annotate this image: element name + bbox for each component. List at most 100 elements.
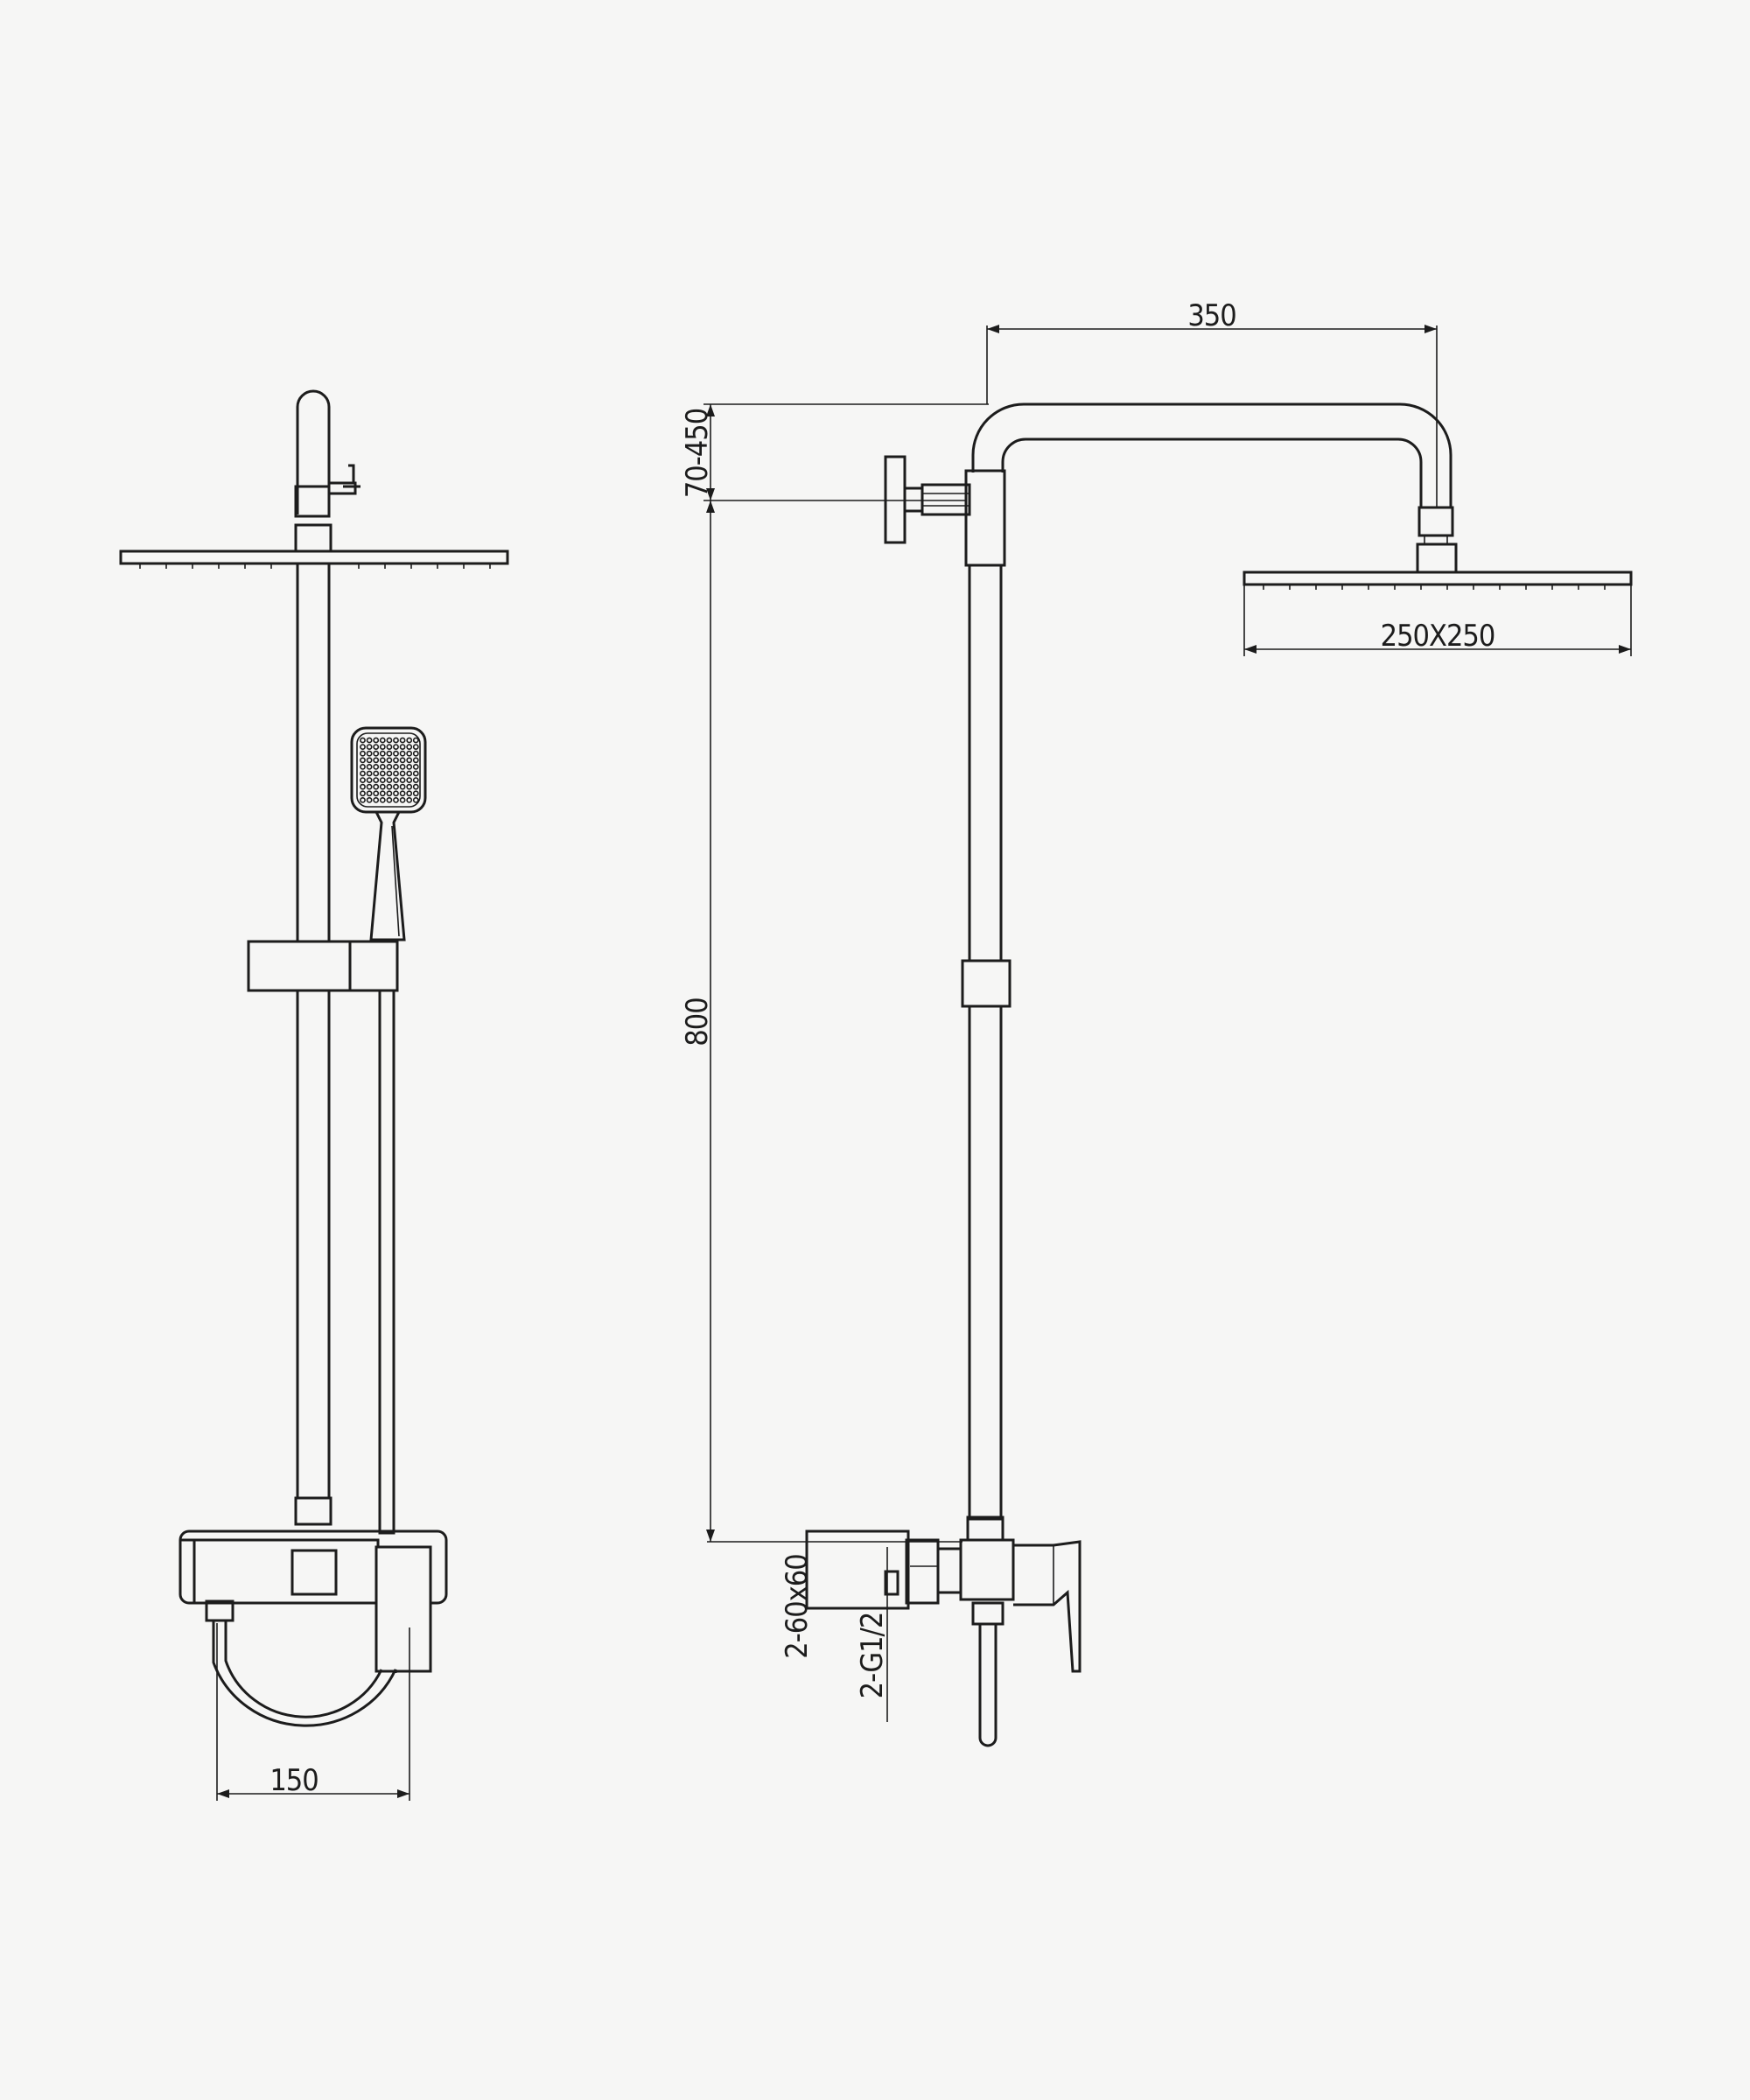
front-riser-pipe (296, 562, 331, 1500)
hand-shower-nozzle (360, 770, 366, 777)
hand-shower-nozzle (373, 744, 380, 750)
hand-shower-nozzle (366, 757, 373, 764)
hand-shower-nozzle (360, 783, 366, 790)
hand-shower-nozzle (360, 757, 366, 764)
front-riser-lower-collar (294, 1496, 332, 1526)
dim-top-arm-length: 350 (986, 298, 1438, 508)
hand-shower-nozzle (393, 790, 399, 797)
hand-shower-nozzle (379, 783, 386, 790)
hand-shower-nozzle (399, 797, 406, 803)
front-mixer-lever (374, 1545, 432, 1673)
side-view: 250X250 350 (680, 298, 1633, 1747)
hand-shower-nozzle (406, 750, 413, 757)
dim-inlet-spacing-label: 150 (270, 1763, 318, 1798)
hand-shower-nozzle (412, 777, 419, 783)
hand-shower-nozzle (379, 764, 386, 770)
hand-shower-nozzle (406, 757, 413, 764)
hand-shower-nozzle (386, 764, 393, 770)
dim-inlet-thread-label: 2-G1/2 (855, 1613, 890, 1699)
hand-shower-nozzle (412, 744, 419, 750)
hand-shower-nozzle (379, 737, 386, 744)
front-rain-head-nozzles (139, 564, 491, 569)
front-top-arm (296, 389, 331, 514)
hand-shower-nozzle (406, 777, 413, 783)
hand-shower-nozzle (360, 764, 366, 770)
hand-shower-nozzle (373, 770, 380, 777)
hand-shower-nozzle (393, 777, 399, 783)
side-slide-holder (961, 959, 1012, 1008)
side-mixer-plate (905, 1538, 940, 1605)
hand-shower-nozzle (379, 797, 386, 803)
hand-shower-nozzle (393, 744, 399, 750)
hand-shower-nozzle (373, 764, 380, 770)
front-mixer-center-cap (290, 1549, 338, 1596)
hand-shower-nozzle (373, 790, 380, 797)
hand-shower-nozzle (366, 750, 373, 757)
hand-shower-nozzle (399, 744, 406, 750)
hand-shower-nozzles (360, 737, 419, 803)
hand-shower-nozzle (386, 777, 393, 783)
slide-holder (247, 940, 399, 992)
hand-shower-nozzle (379, 770, 386, 777)
dim-riser-height-label: 800 (680, 998, 715, 1046)
hand-shower-nozzle (393, 757, 399, 764)
side-wall-inlet (805, 1530, 910, 1610)
hand-shower-nozzle (386, 770, 393, 777)
side-lower-nut (971, 1601, 1004, 1626)
dim-arm-height-range: 70-450 (680, 403, 989, 501)
hand-shower-nozzle (386, 750, 393, 757)
hand-shower-nozzle (366, 770, 373, 777)
hand-shower-nozzle (386, 790, 393, 797)
side-head-collar (1418, 506, 1454, 537)
front-supply-hose (212, 1620, 397, 1727)
hand-shower-nozzle (393, 783, 399, 790)
hand-shower-handle-shade (391, 825, 400, 937)
front-hose-vertical (378, 989, 396, 1535)
hand-shower-nozzle (366, 777, 373, 783)
side-mixer-connector (936, 1547, 962, 1594)
hand-shower-nozzle (360, 750, 366, 757)
hand-shower-nozzle (386, 737, 393, 744)
hand-shower-nozzle (393, 737, 399, 744)
hand-shower-nozzle (360, 737, 366, 744)
front-view: 150 (119, 389, 509, 1801)
front-rain-head (119, 550, 509, 565)
front-head-connector (294, 523, 332, 553)
side-mixer-lever (1013, 1540, 1082, 1673)
hand-shower-nozzle (412, 757, 419, 764)
side-top-arm (971, 402, 1452, 508)
hand-shower-nozzle (412, 750, 419, 757)
hand-shower-nozzle (366, 737, 373, 744)
hand-shower-nozzle (379, 790, 386, 797)
side-wall-flange (884, 455, 906, 544)
hand-shower-nozzle (379, 777, 386, 783)
hand-shower-nozzle (399, 750, 406, 757)
side-head-connector (1416, 542, 1458, 574)
hand-shower-nozzle (406, 737, 413, 744)
hand-shower-nozzle (366, 797, 373, 803)
hand-shower-nozzle (366, 783, 373, 790)
hand-shower-nozzle (412, 797, 419, 803)
hand-shower-nozzle (360, 790, 366, 797)
hand-shower-nozzle (412, 790, 419, 797)
hand-shower-nozzle (393, 770, 399, 777)
hand-shower-nozzle (399, 770, 406, 777)
hand-shower-nozzle (406, 783, 413, 790)
hand-shower-nozzle (399, 757, 406, 764)
hand-shower-nozzle (386, 797, 393, 803)
hand-shower-nozzle (379, 750, 386, 757)
front-inlet-nut (205, 1600, 234, 1622)
side-riser-pipe (968, 564, 1003, 1521)
hand-shower-nozzle (399, 783, 406, 790)
hand-shower-nozzle (379, 757, 386, 764)
hand-shower-nozzle (412, 783, 419, 790)
front-arm-bracket (329, 464, 360, 495)
hand-shower-nozzle (393, 750, 399, 757)
dim-arm-height-range-label: 70-450 (680, 409, 715, 498)
hand-shower-nozzle (406, 744, 413, 750)
hand-shower-handle (369, 810, 406, 942)
side-rain-head (1242, 570, 1633, 586)
hand-shower-nozzle (412, 770, 419, 777)
side-mixer-body (959, 1538, 1015, 1601)
hand-shower-nozzle (412, 764, 419, 770)
